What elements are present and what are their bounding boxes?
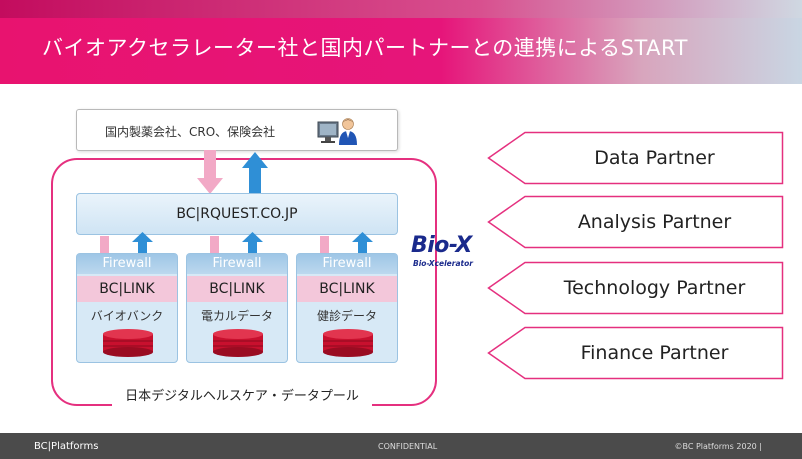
partner-analysis: Analysis Partner	[487, 195, 784, 249]
firewall-label: Firewall	[187, 254, 287, 274]
database-icon	[213, 329, 263, 357]
down-arrow-icon	[320, 236, 329, 254]
up-arrow-icon	[352, 232, 373, 254]
data-source-label: 健診データ	[316, 309, 377, 323]
up-arrow-icon	[242, 152, 268, 196]
partner-label: Analysis Partner	[577, 211, 732, 233]
page-title: バイオアクセラレーター社と国内パートナーとの連携によるSTART	[42, 36, 688, 60]
header-top-strip	[0, 0, 802, 18]
bc-link-label: BC|LINK	[77, 276, 177, 302]
partner-data: Data Partner	[487, 131, 784, 185]
bio-x-logo: Bio-X Bio-Xcelerator	[411, 233, 489, 273]
rquest-platform-box: BC|RQUEST.CO.JP	[76, 193, 398, 235]
partner-chevron-shape	[487, 195, 784, 249]
company-logo: BC|Platforms	[34, 441, 99, 452]
node-3-arrows	[320, 232, 373, 254]
up-arrow-icon	[242, 232, 263, 254]
partner-label: Finance Partner	[580, 342, 729, 364]
data-node-health-check: Firewall BC|LINK 健診データ	[296, 253, 398, 363]
down-arrow-icon	[210, 236, 219, 254]
data-source-label: バイオバンク	[90, 309, 164, 323]
bio-x-logo-name: Bio-X	[411, 233, 472, 258]
header-banner: バイオアクセラレーター社と国内パートナーとの連携によるSTART	[0, 0, 802, 84]
confidential-label: CONFIDENTIAL	[378, 442, 438, 451]
partner-label: Technology Partner	[563, 277, 746, 299]
node-1-arrows	[100, 232, 153, 254]
client-label: 国内製薬会社、CRO、保険会社	[105, 125, 276, 139]
node-exchange-arrows	[100, 232, 373, 254]
data-source-label: 電カルデータ	[200, 309, 273, 323]
down-arrow-icon	[100, 236, 109, 254]
data-node-emr: Firewall BC|LINK 電カルデータ	[186, 253, 288, 363]
footer-bar: BC|Platforms CONFIDENTIAL ©BC Platforms …	[0, 433, 802, 459]
node-2-arrows	[210, 232, 263, 254]
client-exchange-arrows	[197, 150, 268, 196]
rquest-label: BC|RQUEST.CO.JP	[176, 206, 298, 222]
down-arrow-icon	[197, 150, 223, 194]
database-icon	[323, 329, 373, 357]
firewall-label: Firewall	[297, 254, 397, 274]
partner-chevron-shape	[487, 326, 784, 380]
data-node-biobank: Firewall BC|LINK バイオバンク	[76, 253, 178, 363]
bio-x-logo-subtitle: Bio-Xcelerator	[413, 259, 473, 268]
partner-chevron-shape	[487, 261, 784, 315]
bc-link-label: BC|LINK	[297, 276, 397, 302]
firewall-label: Firewall	[77, 254, 177, 274]
user-at-computer-icon	[317, 118, 357, 145]
client-box: 国内製薬会社、CRO、保険会社	[76, 109, 398, 151]
up-arrow-icon	[132, 232, 153, 254]
bc-link-label: BC|LINK	[187, 276, 287, 302]
partner-technology: Technology Partner	[487, 261, 784, 315]
partner-label: Data Partner	[594, 147, 715, 169]
partner-finance: Finance Partner	[487, 326, 784, 380]
data-pool-label: 日本デジタルヘルスケア・データプール	[112, 387, 372, 407]
partner-chevron-shape	[487, 131, 784, 185]
copyright-label: ©BC Platforms 2020 |	[674, 442, 762, 451]
database-icon	[103, 329, 153, 357]
